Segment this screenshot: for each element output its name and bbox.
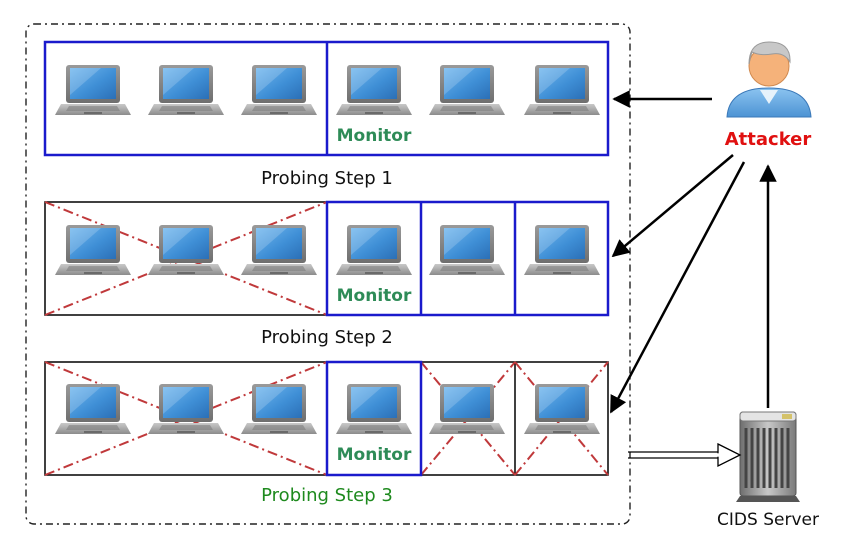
- step1-caption: Probing Step 1: [261, 168, 393, 189]
- system-boundary: [25, 23, 631, 525]
- step3-monitor-box: [325, 360, 423, 477]
- laptop-icon: [336, 384, 412, 434]
- step3-caption: Probing Step 3: [261, 485, 393, 506]
- laptop-icon: [336, 225, 412, 275]
- step3-cross-line: [420, 361, 516, 476]
- step2-caption: Probing Step 2: [261, 327, 393, 348]
- laptop-icon: [241, 225, 317, 275]
- laptop-icon: [524, 65, 600, 115]
- attacker-person-icon: [726, 41, 812, 118]
- laptop-icon: [429, 65, 505, 115]
- laptop-icon: [55, 225, 131, 275]
- step3-to-server-arrow: [628, 442, 742, 468]
- step3-monitor-label: Monitor: [337, 445, 412, 465]
- laptop-icon: [148, 225, 224, 275]
- laptop-icon: [241, 65, 317, 115]
- laptop-icon: [148, 65, 224, 115]
- server-label: CIDS Server: [717, 510, 819, 530]
- step3-cross-line: [514, 361, 609, 476]
- step3-cross-line: [514, 361, 609, 476]
- step1-monitor-label: Monitor: [337, 126, 412, 146]
- laptop-icon: [524, 225, 600, 275]
- attacker-to-step3-arrow: [609, 161, 746, 414]
- laptop-icon: [336, 65, 412, 115]
- laptop-icon: [55, 384, 131, 434]
- laptop-icon: [148, 384, 224, 434]
- step2-group-box: [325, 200, 610, 317]
- laptop-icon: [429, 384, 505, 434]
- probing-step-3: Monitor Probing Step 3: [44, 360, 609, 506]
- laptop-icon: [429, 225, 505, 275]
- laptop-icon: [55, 65, 131, 115]
- laptop-icon: [524, 384, 600, 434]
- laptop-icon: [241, 384, 317, 434]
- probing-step-1: Monitor Probing Step 1: [43, 40, 610, 189]
- step2-monitor-label: Monitor: [337, 286, 412, 306]
- probing-step-2: Monitor Probing Step 2: [44, 200, 610, 348]
- server-icon: [736, 411, 800, 502]
- attacker-to-step2-arrow: [611, 154, 734, 258]
- step3-cross-line: [420, 361, 516, 476]
- attacker-label: Attacker: [725, 129, 812, 150]
